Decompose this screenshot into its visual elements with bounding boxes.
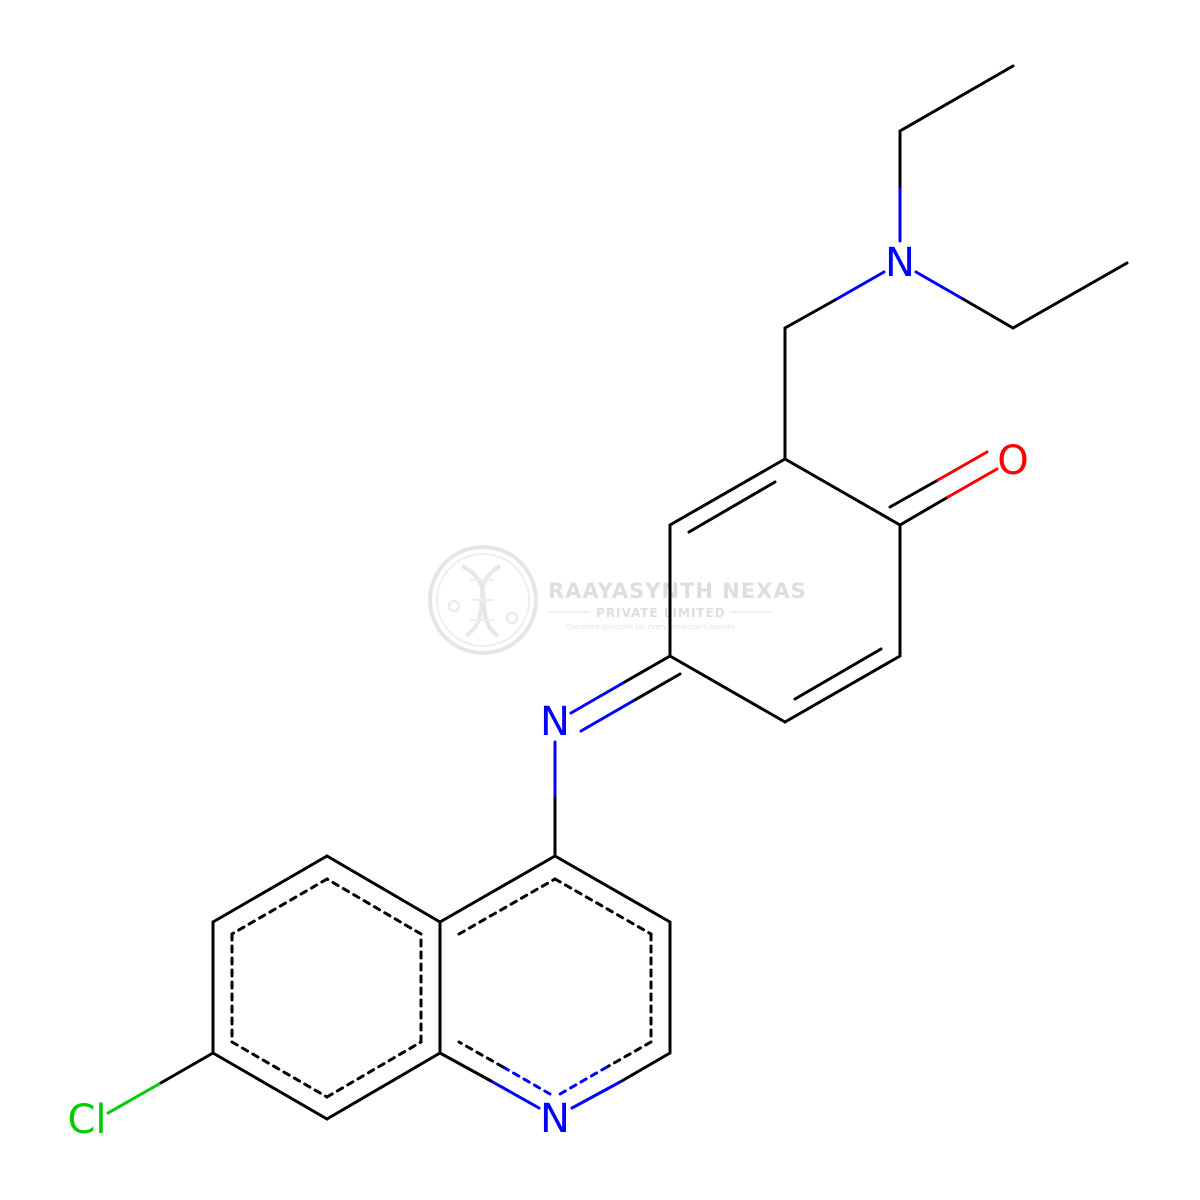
- atom-n-diethylamino: N: [885, 240, 915, 286]
- watermark: RAAYASYNTH NEXAS PRIVATE LIMITED Complet…: [428, 545, 807, 655]
- bond-ethyl2-nc-carbon: [961, 297, 1015, 330]
- atom-o-carbonyl: O: [997, 438, 1028, 484]
- aromatic-q-c4-c3: [553, 877, 653, 936]
- watermark-logo-icon: [428, 545, 538, 655]
- bond-q-c4a-c4: [438, 854, 557, 924]
- bond-ring-c5-c6: [783, 654, 902, 724]
- bond-carbonyl-carbon-2: [888, 478, 940, 509]
- watermark-tagline: Complete solutions for every molecule's …: [566, 623, 735, 631]
- bonds: [106, 64, 1129, 1121]
- bond-ethyl1-cc: [898, 64, 1015, 133]
- atom-labels: N O N N Cl: [67, 240, 1028, 1143]
- bond-carbonyl-oxygen-2: [936, 450, 989, 482]
- aromatic-q-c2-n1-nitrogen: [558, 1065, 609, 1096]
- bond-ring-c4-c5: [668, 654, 787, 724]
- aromatic-bonds: [230, 877, 653, 1099]
- bond-q-c5-c6: [211, 854, 329, 924]
- aromatic-q-c2-n1-carbon: [605, 1040, 653, 1069]
- bond-ring-c2-c3: [668, 457, 787, 527]
- bond-ring-c1-c2: [783, 457, 902, 527]
- bond-carbonyl-carbon: [898, 495, 950, 527]
- aromatic-q-c4a-c5: [325, 877, 423, 936]
- bond-q-c2-n1-nitrogen: [570, 1080, 622, 1110]
- bond-c-cl-chlorine: [106, 1082, 161, 1115]
- aromatic-q-c8-c8a: [325, 1040, 423, 1099]
- aromatic-q-c4a-c4: [457, 877, 557, 936]
- atom-cl: Cl: [67, 1097, 106, 1143]
- bond-n-ch2-carbon: [783, 298, 837, 330]
- bond-imine-carbon: [621, 654, 672, 685]
- aromatic-q-n1-c8a-carbon: [457, 1040, 505, 1069]
- aromatic-q-c7-c8: [230, 1040, 329, 1099]
- bond-q-n1-c8a-carbon: [438, 1051, 493, 1083]
- bond-ethyl2-cc: [1011, 261, 1129, 330]
- aromatic-q-n1-c8a-nitrogen: [501, 1065, 552, 1096]
- atom-n-quinoline: N: [540, 1096, 570, 1142]
- bond-q-c8-c8a: [325, 1051, 442, 1121]
- bond-ring-c2-c3-inner: [687, 480, 777, 534]
- bond-ethyl2-nc-nitrogen: [914, 270, 965, 301]
- bond-imine-carbon-2: [631, 672, 682, 703]
- bond-q-c2-n1-carbon: [618, 1051, 672, 1084]
- bond-c-cl-carbon: [157, 1051, 215, 1086]
- aromatic-q-c5-c6: [230, 877, 329, 936]
- bond-q-c4-c3: [553, 854, 672, 924]
- bond-imine-nitrogen-2: [579, 699, 635, 733]
- watermark-company-name: RAAYASYNTH NEXAS: [548, 579, 807, 603]
- bond-n-ch2-nitrogen: [833, 270, 886, 302]
- bond-ring-c5-c6-inner: [793, 647, 883, 701]
- bond-q-n1-c8a-nitrogen: [489, 1079, 541, 1110]
- bond-imine-nitrogen: [569, 681, 625, 715]
- bond-q-c7-c8: [211, 1051, 329, 1121]
- bond-q-c4a-c5: [325, 854, 442, 924]
- atom-n-imine: N: [540, 699, 570, 745]
- watermark-subtitle: PRIVATE LIMITED: [596, 606, 726, 620]
- bond-carbonyl-oxygen: [946, 467, 999, 499]
